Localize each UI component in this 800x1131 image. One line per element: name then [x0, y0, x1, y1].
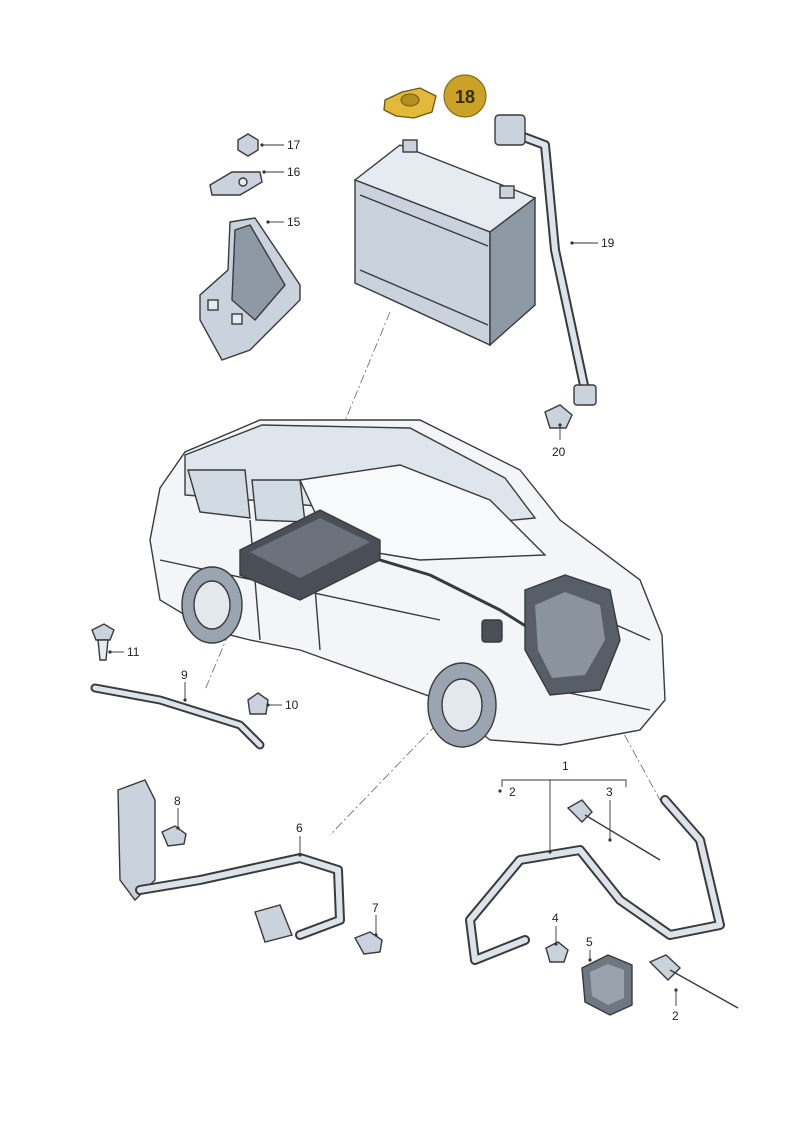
callout-6: 6	[296, 821, 303, 835]
cable-tie-2[interactable]	[648, 954, 739, 1009]
leader-lines	[108, 143, 678, 1006]
nut-20[interactable]	[544, 404, 573, 429]
callout-5: 5	[586, 935, 593, 949]
callout-7: 7	[372, 901, 379, 915]
callout-15: 15	[287, 215, 301, 229]
callout-20: 20	[552, 445, 566, 459]
callout-2-upper: 2	[509, 785, 516, 799]
callout-17: 17	[287, 138, 301, 152]
screw-11[interactable]	[91, 623, 115, 661]
battery[interactable]	[353, 139, 537, 347]
callout-3: 3	[606, 785, 613, 799]
battery-holder-15[interactable]	[199, 217, 301, 361]
battery-cable-6[interactable]	[135, 853, 345, 943]
callout-8: 8	[174, 794, 181, 808]
callout-9: 9	[181, 668, 188, 682]
callout-11: 11	[127, 645, 140, 659]
battery-cable-19[interactable]	[494, 114, 597, 406]
engine-compartment-wiring[interactable]	[378, 558, 621, 696]
nut-17[interactable]	[237, 133, 259, 157]
highlight-number: 18	[455, 87, 475, 107]
cable-harness-1[interactable]	[465, 795, 725, 965]
nut-10[interactable]	[247, 692, 269, 715]
highlight-badge[interactable]: 18	[443, 74, 487, 118]
front-wheel	[427, 662, 497, 748]
ground-strap-9[interactable]	[90, 683, 265, 750]
callout-1: 1	[562, 759, 569, 773]
callout-4: 4	[552, 911, 559, 925]
callout-2-lower: 2	[672, 1009, 679, 1023]
cable-tie-3[interactable]	[566, 799, 661, 861]
callout-10: 10	[285, 698, 299, 712]
callout-19: 19	[601, 236, 615, 250]
rear-wheel	[181, 566, 243, 644]
connector-5[interactable]	[581, 954, 633, 1016]
bolt-7[interactable]	[353, 931, 383, 955]
callout-labels: 17 16 15 19 20 11 9 10 8 6 7 1 2 3 4 5 2	[127, 138, 679, 1023]
bracket-8[interactable]	[117, 779, 187, 902]
bracket-16[interactable]	[209, 171, 263, 196]
battery-terminal-clamp-18[interactable]	[383, 87, 437, 119]
callout-16: 16	[287, 165, 301, 179]
